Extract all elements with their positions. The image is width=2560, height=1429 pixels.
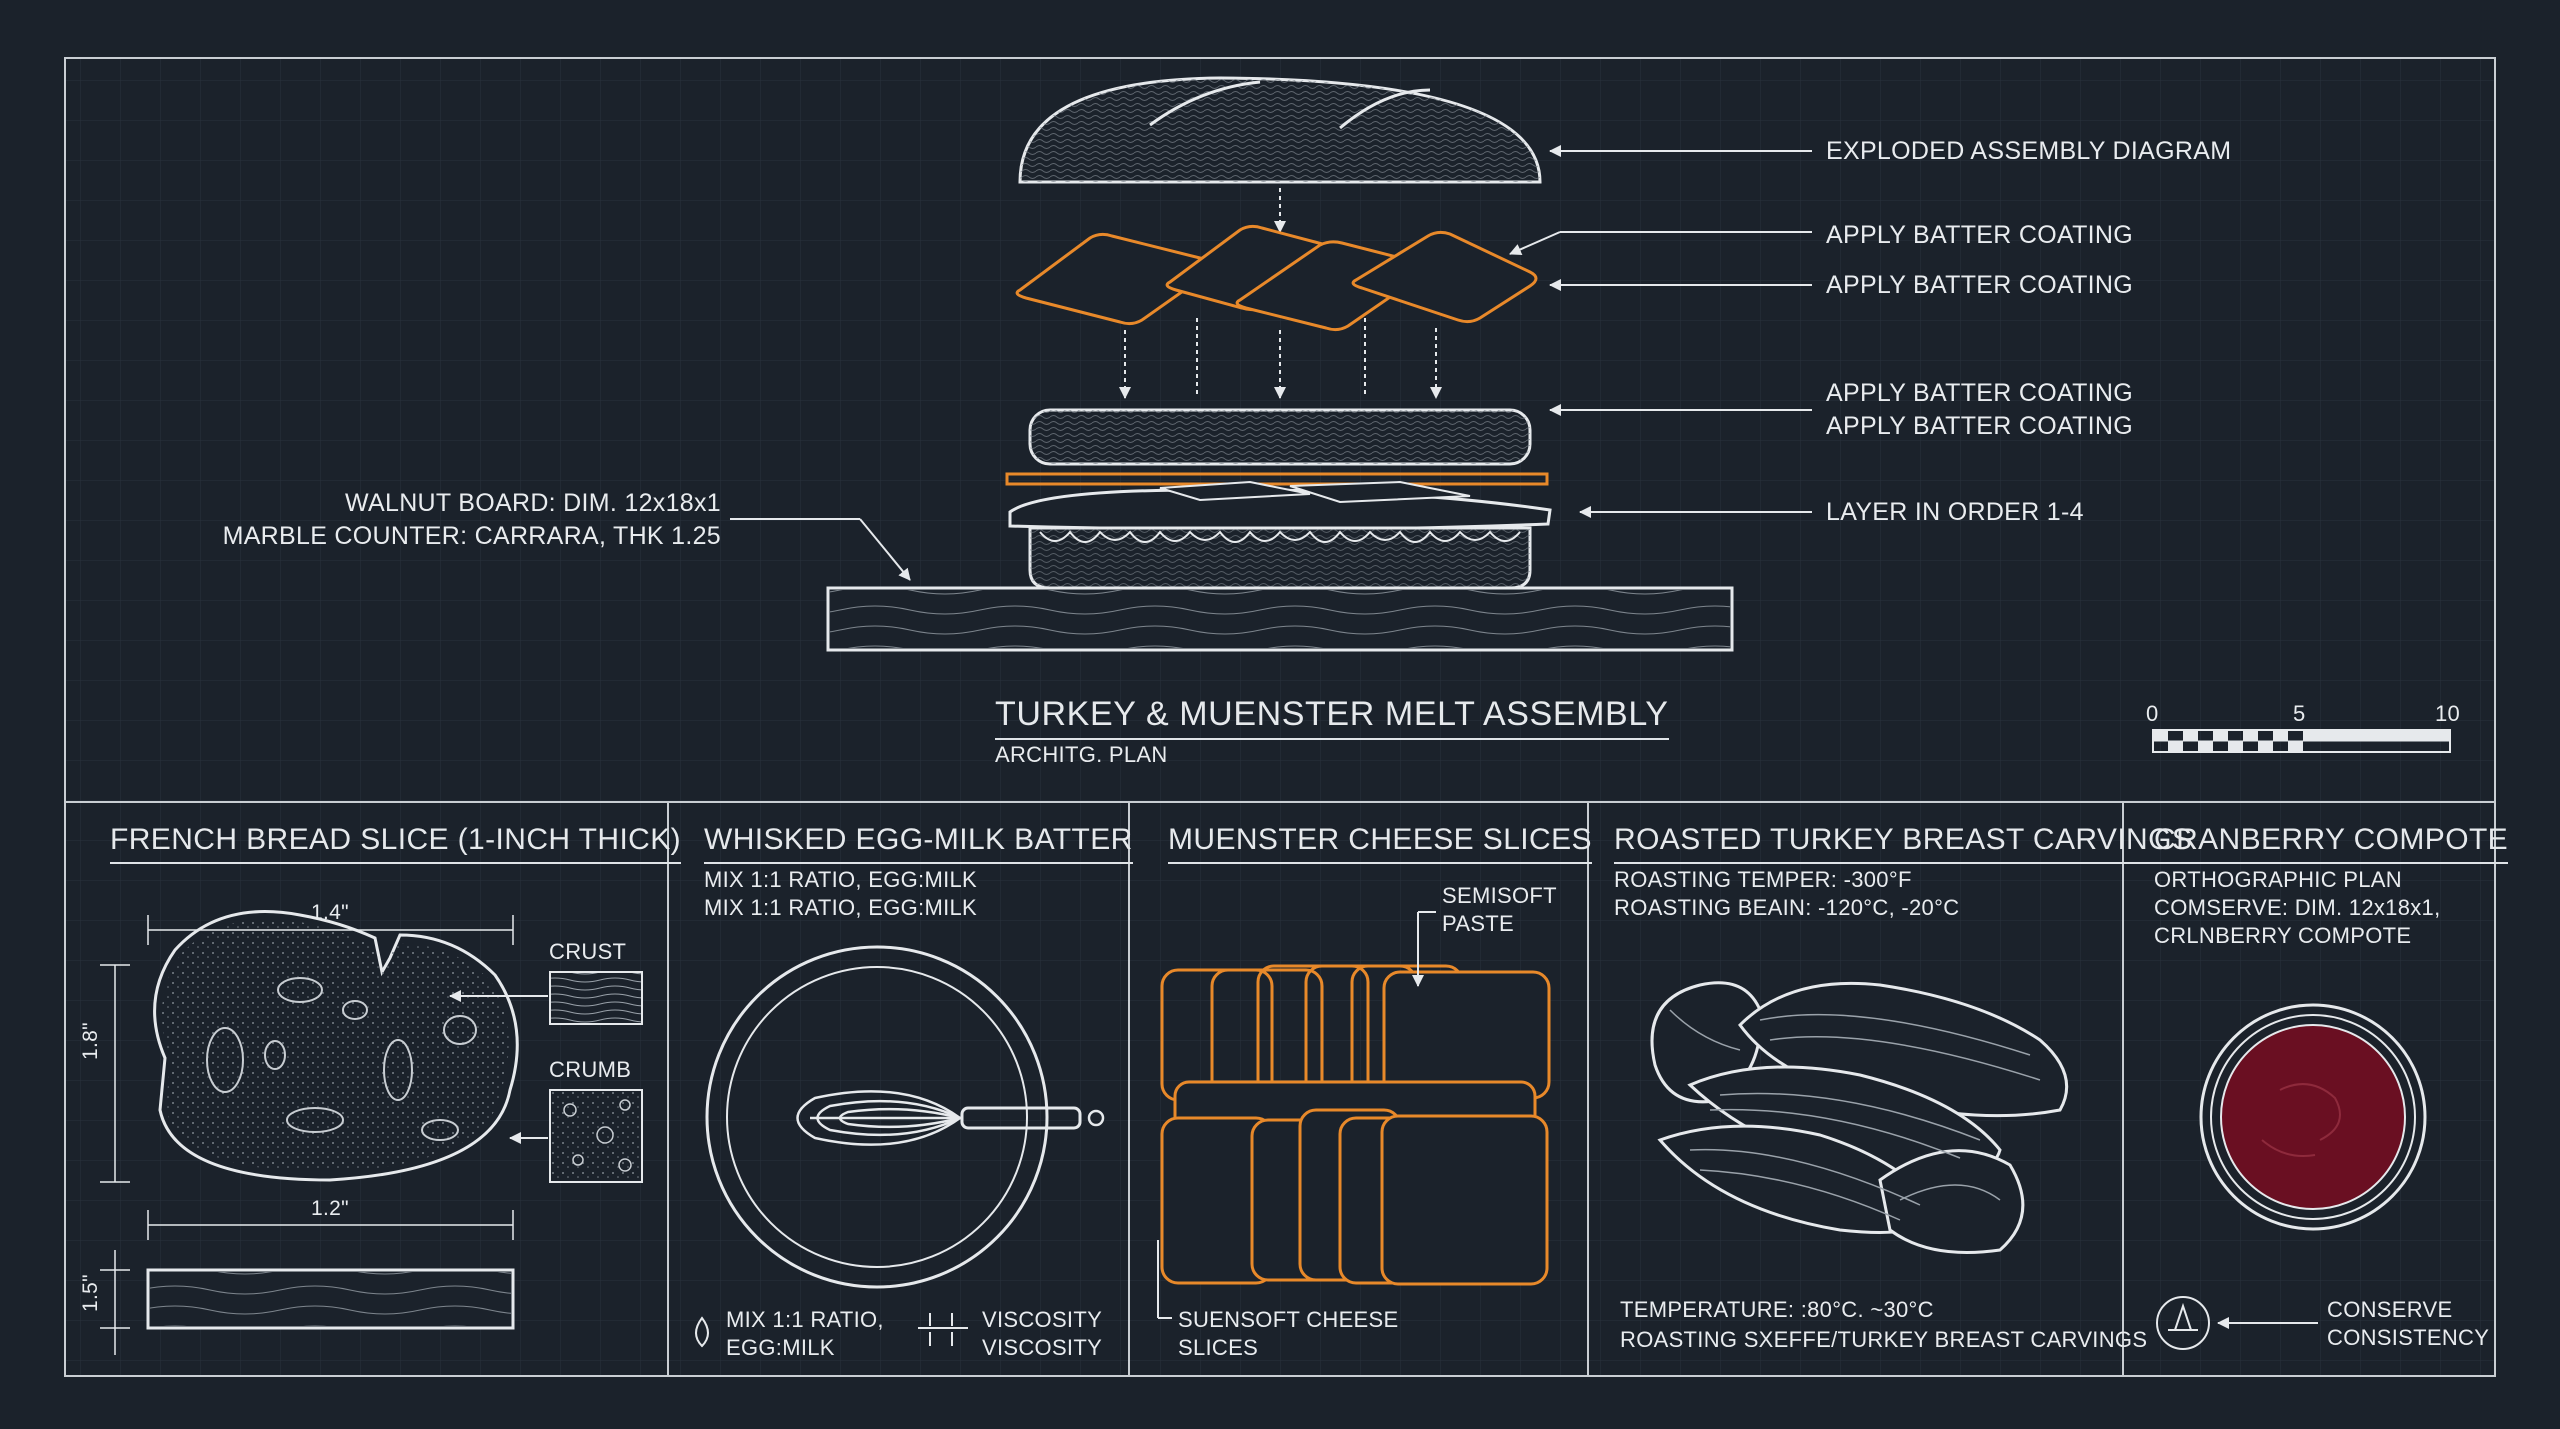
batter-note: MIX 1:1 RATIO, EGG:MILK — [704, 895, 977, 920]
turkey-note: ROASTING TEMPER: -300°F — [1614, 867, 1912, 892]
viscosity-icon — [918, 1313, 968, 1346]
cheese-note: PASTE — [1442, 911, 1515, 936]
panel-title-bread: FRENCH BREAD SLICE (1-INCH THICK) — [110, 822, 682, 864]
compote-note: ORTHOGRAPHIC PLAN — [2154, 867, 2402, 892]
whisk-icon — [796, 1090, 1105, 1146]
crumb-swatch — [549, 1089, 643, 1183]
dim-height-label: 1.8" — [79, 1022, 102, 1060]
cheese-leaders — [1157, 911, 1436, 1319]
dim-bottom-label: 1.2" — [311, 1197, 349, 1220]
drawing-title: TURKEY & MUENSTER MELT ASSEMBLY — [995, 694, 1669, 740]
bread-dimension-lines — [100, 915, 514, 1355]
batter-bowl — [705, 945, 1049, 1289]
cheese-note: SEMISOFT — [1442, 883, 1557, 908]
panel-title-compote: CRANBERRY COMPOTE — [2154, 822, 2509, 864]
panel-title-turkey: ROASTED TURKEY BREAST CARVINGS — [1614, 822, 2193, 864]
batter-legend-mix: MIX 1:1 RATIO, — [726, 1307, 884, 1332]
drawing-subtitle: ARCHITG. PLAN — [995, 742, 1168, 767]
sandwich-stack — [1005, 408, 1552, 590]
bread-side-view — [146, 1268, 515, 1330]
bread-slice-drawing — [153, 910, 519, 1182]
crust-label: CRUST — [549, 939, 627, 964]
turkey-note: ROASTING BEAIN: -120°C, -20°C — [1614, 895, 1960, 920]
compote-bowl — [2199, 1003, 2427, 1231]
callout-batter: APPLY BATTER COATING — [1826, 379, 2133, 407]
callout-exploded: EXPLODED ASSEMBLY DIAGRAM — [1826, 137, 2232, 165]
consistency-icon — [2156, 1296, 2210, 1350]
scale-bar — [2152, 729, 2451, 753]
batter-legend-viscosity: VISCOSITY — [982, 1307, 1103, 1332]
turkey-texture — [1669, 1009, 2041, 1221]
callout-leaders — [730, 145, 1812, 581]
callout-batter: APPLY BATTER COATING — [1826, 221, 2133, 249]
callout-board: WALNUT BOARD: DIM. 12x18x1 — [345, 489, 721, 517]
compote-footnote: CONSISTENCY — [2327, 1325, 2490, 1350]
batter-drop-arrows — [1119, 318, 1442, 399]
turkey-footnote: TEMPERATURE: :80°C. ~30°C — [1620, 1297, 1934, 1322]
battered-slices — [1015, 224, 1538, 332]
batter-legend-viscosity: VISCOSITY — [982, 1335, 1103, 1360]
compote-note: COMSERVE: DIM. 12x18x1, — [2154, 895, 2441, 920]
cheese-footnote: SLICES — [1178, 1335, 1259, 1360]
dim-thickness-label: 1.5" — [79, 1274, 102, 1312]
panel-title-cheese: MUENSTER CHEESE SLICES — [1168, 822, 1592, 864]
turkey-footnote: ROASTING SXEFFE/TURKEY BREAST CARVINGS — [1620, 1327, 2148, 1352]
crust-swatch — [549, 971, 643, 1025]
callout-layer-order: LAYER IN ORDER 1-4 — [1826, 498, 2084, 526]
callout-counter: MARBLE COUNTER: CARRARA, THK 1.25 — [222, 522, 721, 550]
cheese-slices — [1160, 964, 1551, 1286]
panel-title-batter: WHISKED EGG-MILK BATTER — [704, 822, 1133, 864]
top-bun — [1018, 76, 1542, 184]
scale-tick-label: 10 — [2435, 701, 2461, 726]
compote-note: CRLNBERRY COMPOTE — [2154, 923, 2412, 948]
cheese-footnote: SUENSOFT CHEESE — [1178, 1307, 1399, 1332]
dim-top-label: 1.4" — [311, 901, 349, 924]
bread-callout-leaders — [449, 990, 548, 1144]
scale-tick-label: 0 — [2146, 701, 2159, 726]
callout-batter: APPLY BATTER COATING — [1826, 271, 2133, 299]
batter-note: MIX 1:1 RATIO, EGG:MILK — [704, 867, 977, 892]
droplet-icon — [695, 1316, 709, 1348]
walnut-board — [826, 586, 1734, 652]
batter-legend-mix: EGG:MILK — [726, 1335, 835, 1360]
sheet-frame — [64, 57, 2496, 1377]
callout-batter: APPLY BATTER COATING — [1826, 412, 2133, 440]
turkey-carvings — [1650, 981, 2069, 1254]
crumb-label: CRUMB — [549, 1057, 632, 1082]
scale-tick-label: 5 — [2293, 701, 2306, 726]
compote-footnote: CONSERVE — [2327, 1297, 2453, 1322]
